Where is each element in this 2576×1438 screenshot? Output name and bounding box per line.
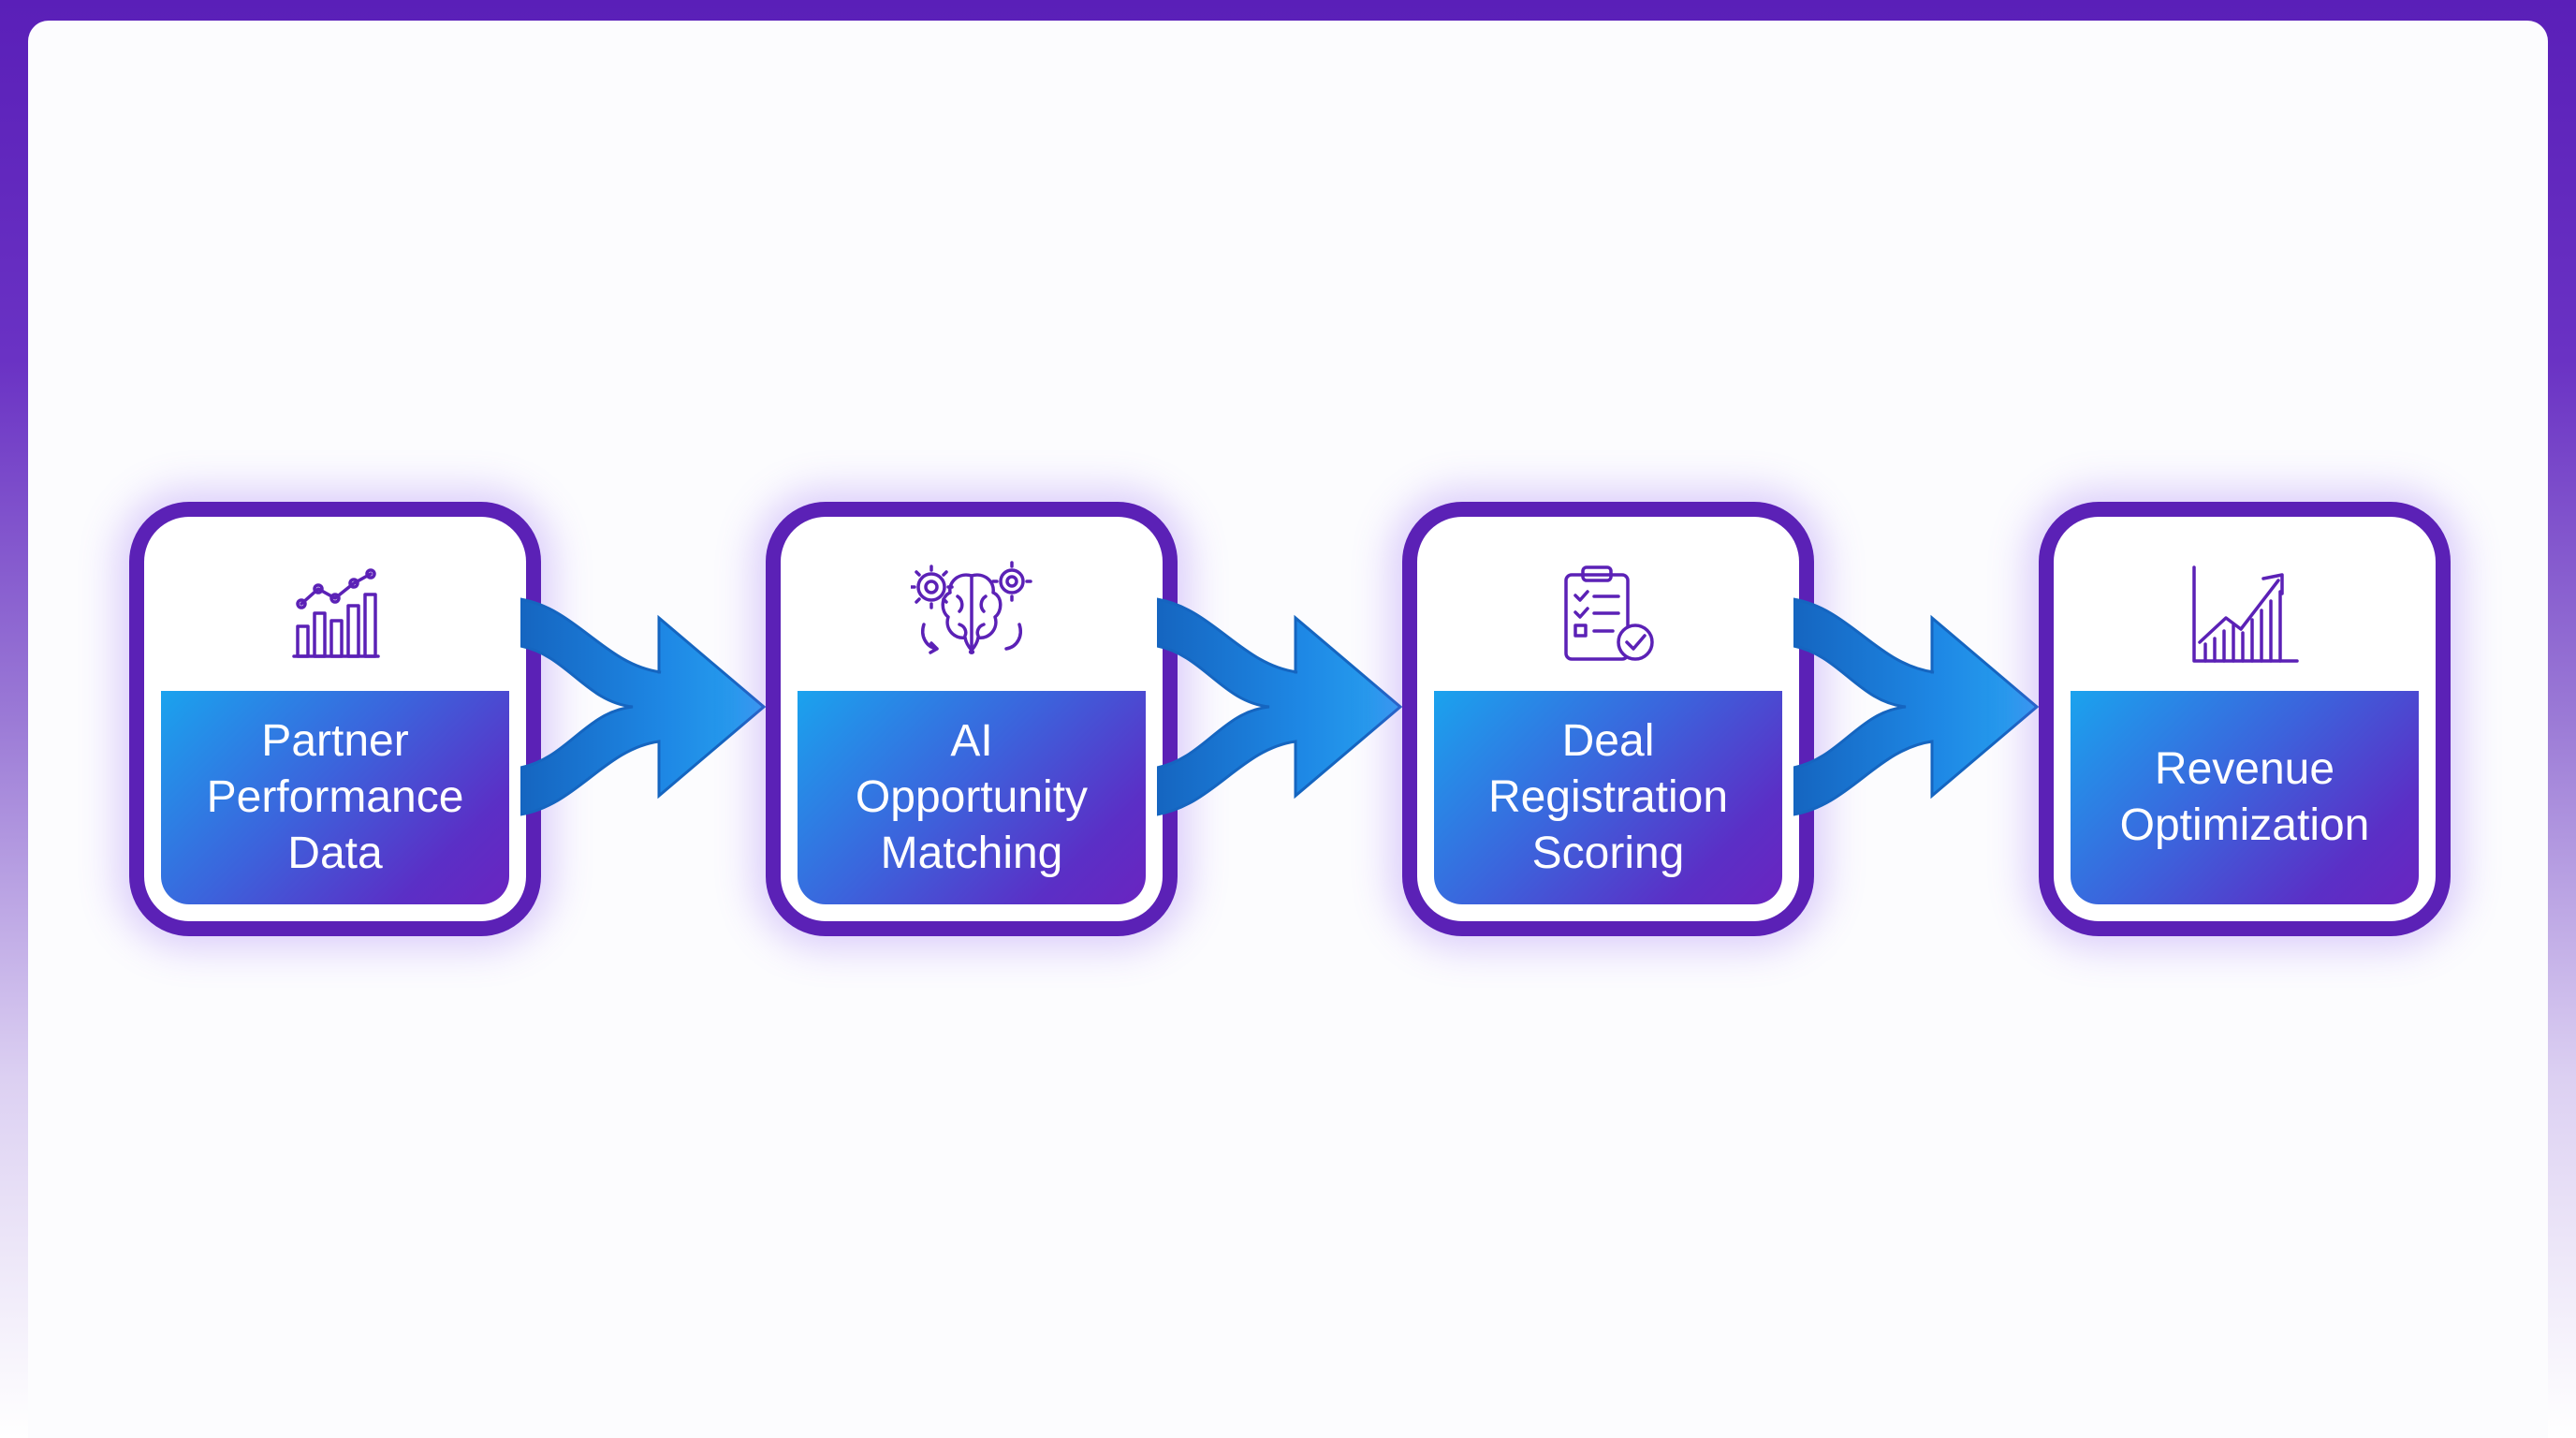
step-label-box: AI Opportunity Matching [798, 691, 1146, 904]
step-label: AI Opportunity Matching [855, 716, 1089, 878]
step-card-ai-opportunity-matching: AI Opportunity Matching [766, 502, 1178, 936]
step-label-box: Deal Registration Scoring [1434, 691, 1782, 904]
step-label: Partner Performance Data [206, 716, 464, 878]
step-card-deal-registration-scoring: Deal Registration Scoring [1402, 502, 1814, 936]
step-label: Revenue Optimization [2119, 744, 2370, 850]
step-label: Deal Registration Scoring [1487, 716, 1729, 878]
bar-chart-trend-icon [144, 564, 526, 667]
brain-gears-icon [781, 561, 1163, 667]
flow-arrow-1 [520, 597, 767, 816]
step-label-box: Revenue Optimization [2071, 691, 2419, 904]
checklist-clipboard-icon [1417, 564, 1799, 667]
step-card-revenue-optimization: Revenue Optimization [2039, 502, 2451, 936]
flow-arrow-2 [1157, 597, 1403, 816]
flow-arrow-3 [1793, 597, 2040, 816]
step-label-box: Partner Performance Data [161, 691, 509, 904]
growth-chart-arrow-icon [2054, 564, 2436, 667]
step-card-partner-performance-data: Partner Performance Data [129, 502, 541, 936]
